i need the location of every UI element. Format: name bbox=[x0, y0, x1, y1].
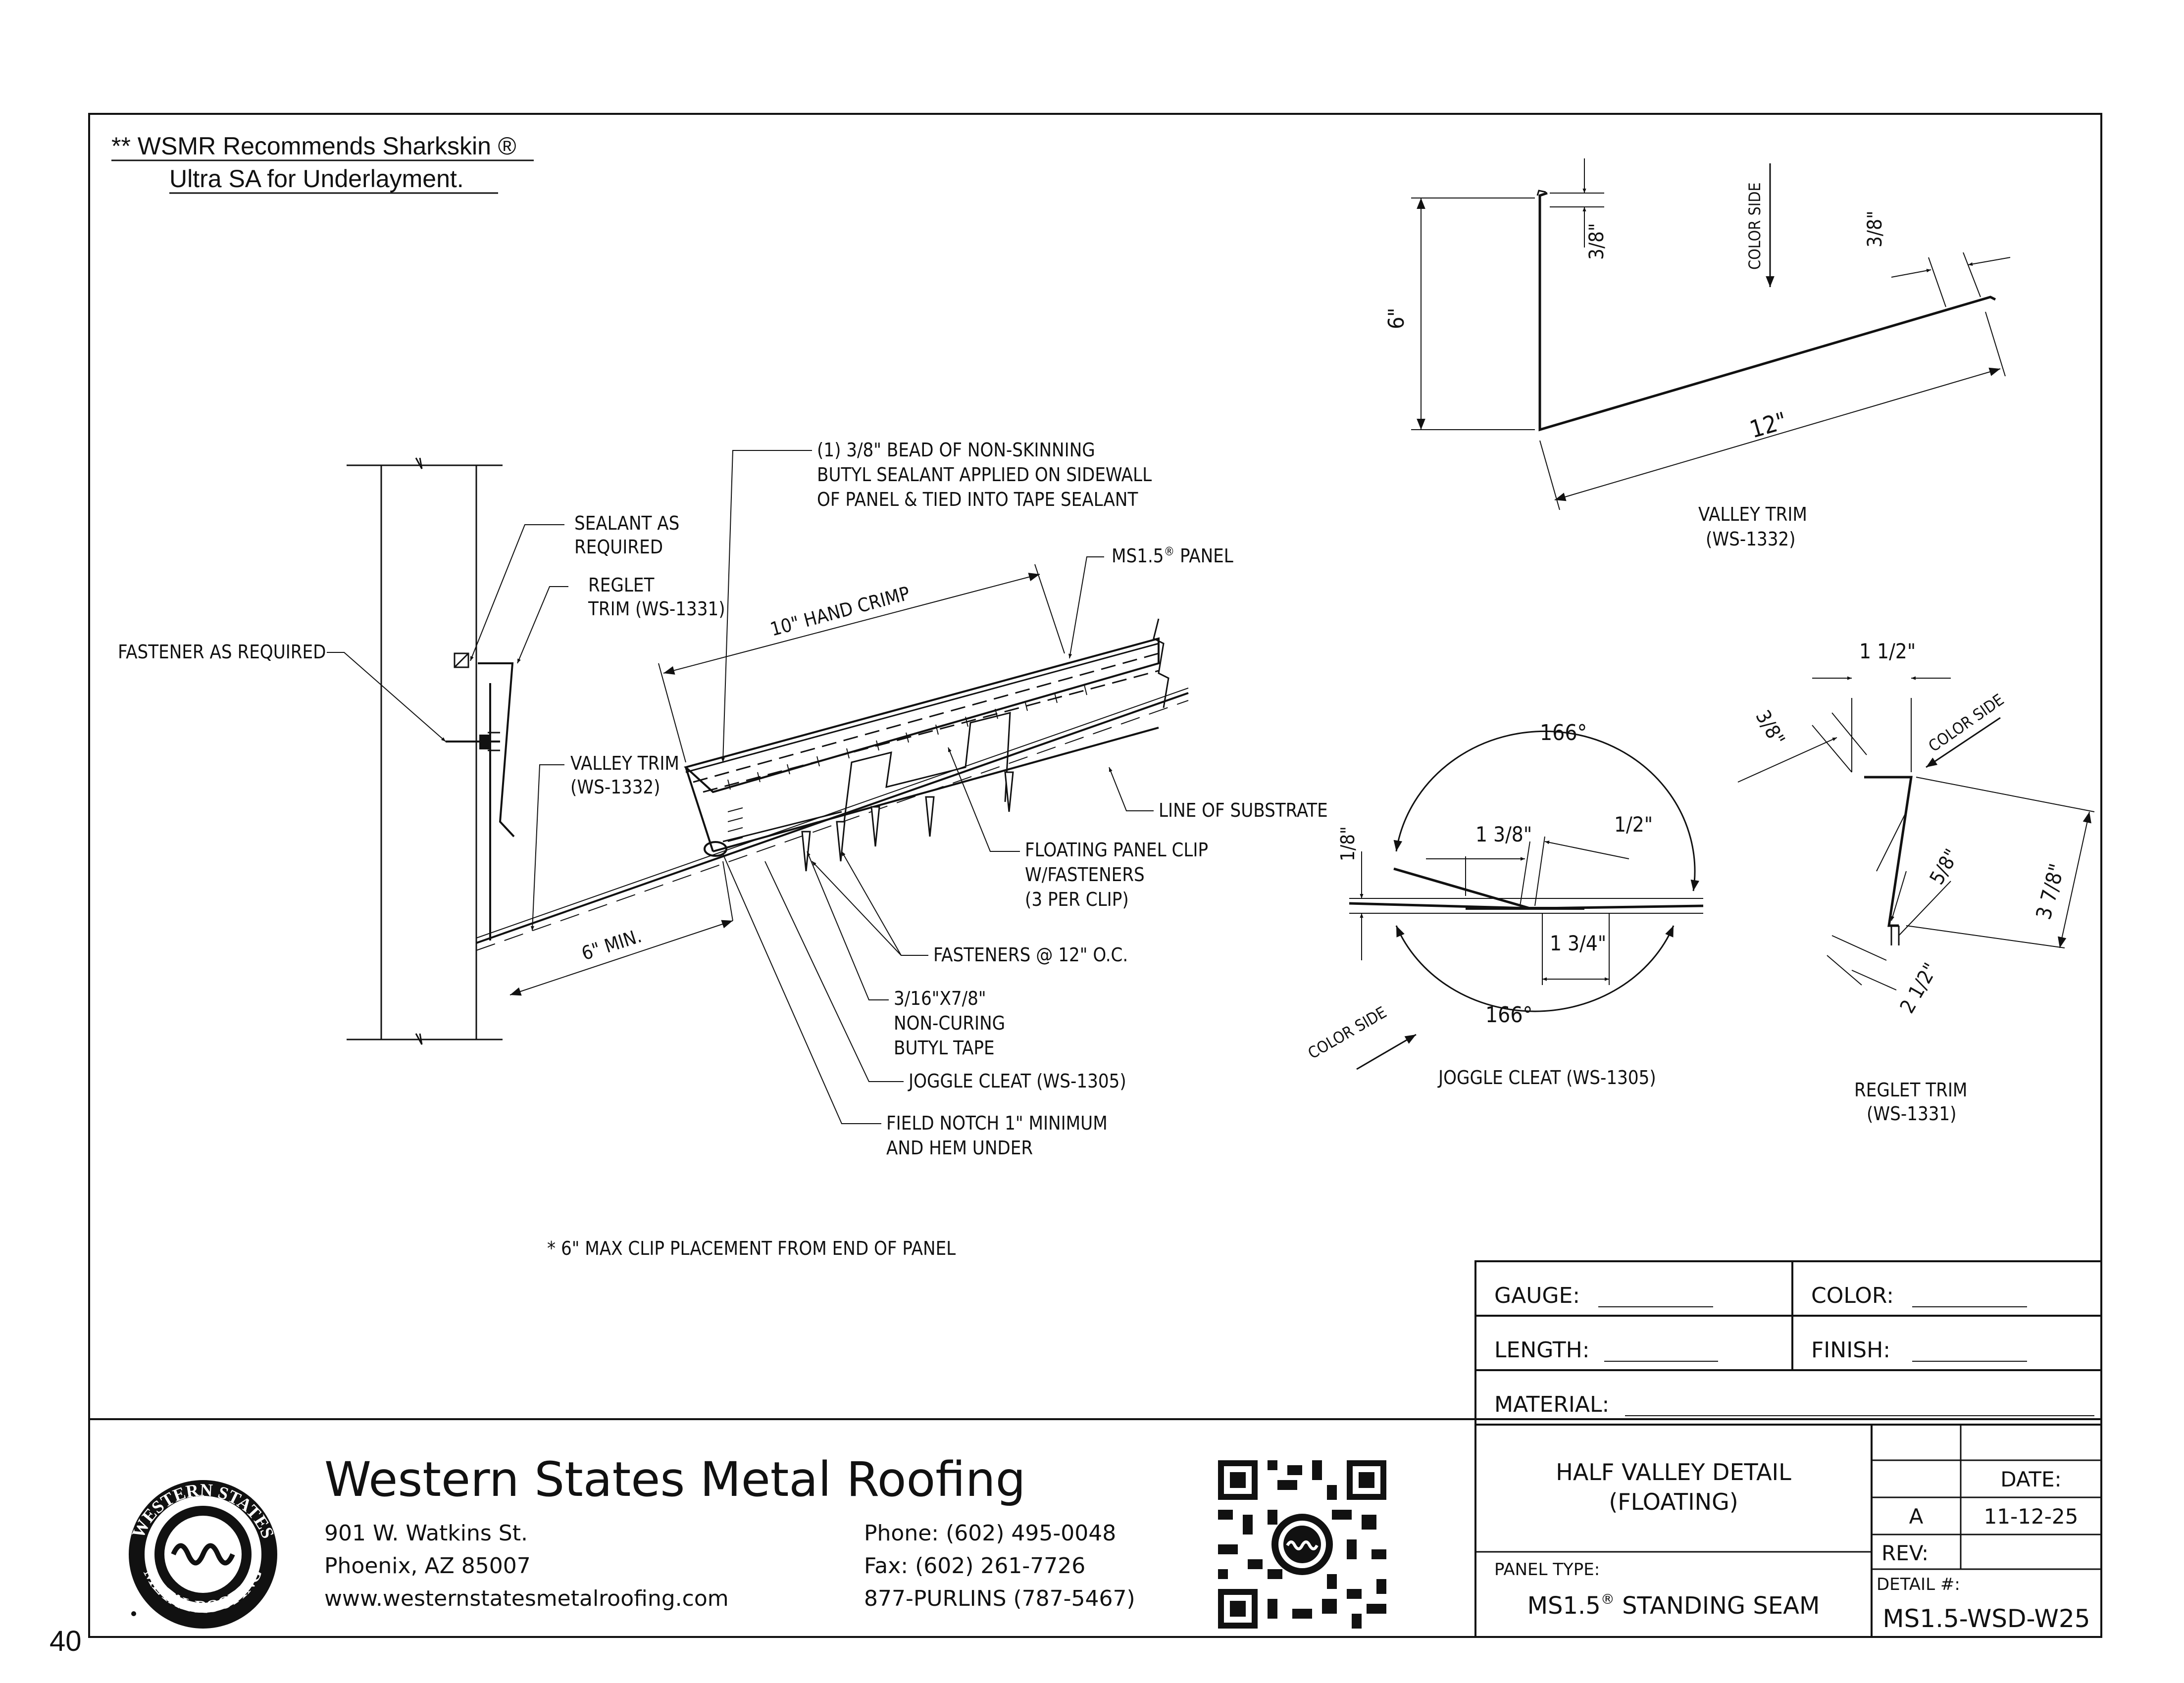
svg-text:VALLEY TRIM: VALLEY TRIM bbox=[570, 752, 679, 774]
valley-dim-hem: 3/8" bbox=[1585, 223, 1608, 260]
reglet-trim-title-1: REGLET TRIM bbox=[1854, 1079, 1967, 1101]
joggle-dim-1-3-8: 1 3/8" bbox=[1475, 822, 1532, 846]
main-valley-detail: 10" HAND CRIMP 6" MIN. (1) 3/8" BEAD OF … bbox=[118, 439, 1328, 1259]
svg-text:AND HEM UNDER: AND HEM UNDER bbox=[886, 1137, 1033, 1159]
joggle-dim-half: 1/2" bbox=[1614, 812, 1653, 837]
qr-code[interactable] bbox=[1218, 1460, 1386, 1629]
hand-crimp-label: 10" HAND CRIMP bbox=[768, 582, 912, 640]
joggle-angle-bottom: 166° bbox=[1485, 1002, 1532, 1028]
date-value: 11-12-25 bbox=[1984, 1504, 2079, 1529]
valley-trim-title-1: VALLEY TRIM bbox=[1698, 503, 1807, 525]
finish-label: FINISH: bbox=[1811, 1337, 1890, 1363]
company-name: Western States Metal Roofing bbox=[324, 1452, 1026, 1507]
company-address-1: 901 W. Watkins St. bbox=[324, 1521, 528, 1546]
valley-trim-title-2: (WS-1332) bbox=[1706, 528, 1796, 550]
spec-box: GAUGE: COLOR: LENGTH: FINISH: MATERIAL: bbox=[1474, 1260, 2102, 1426]
panel-type-label: PANEL TYPE: bbox=[1494, 1560, 1600, 1580]
reglet-color-side: COLOR SIDE bbox=[1925, 690, 2007, 755]
svg-text:TRIM (WS-1331): TRIM (WS-1331) bbox=[588, 598, 725, 620]
valley-dim-hem-2: 3/8" bbox=[1864, 211, 1886, 248]
company-phone: Phone: (602) 495-0048 bbox=[864, 1521, 1116, 1546]
joggle-color-side: COLOR SIDE bbox=[1305, 1003, 1390, 1063]
svg-text:(3 PER CLIP): (3 PER CLIP) bbox=[1025, 889, 1129, 910]
svg-text:BUTYL TAPE: BUTYL TAPE bbox=[894, 1037, 995, 1059]
valley-trim-detail: 6" 3/8" COLOR SIDE 3/8" 12" VALLEY TRIM … bbox=[1384, 158, 2011, 550]
svg-text:3/16"X7/8": 3/16"X7/8" bbox=[894, 988, 986, 1009]
sheet-border bbox=[88, 113, 2102, 1638]
length-label: LENGTH: bbox=[1494, 1337, 1590, 1363]
panel-type-value: MS1.5® STANDING SEAM bbox=[1527, 1591, 1820, 1620]
callout-substrate: LINE OF SUBSTRATE bbox=[1159, 799, 1328, 821]
company-logo: WESTERN STATES METAL ROOFING bbox=[128, 1480, 278, 1629]
valley-dim-length: 12" bbox=[1747, 407, 1790, 444]
joggle-dim-eighth: 1/8" bbox=[1337, 826, 1359, 861]
svg-text:(WS-1332): (WS-1332) bbox=[570, 776, 660, 798]
note-line-1: ** WSMR Recommends Sharkskin ® bbox=[111, 132, 516, 160]
page-number: 40 bbox=[50, 1625, 82, 1657]
svg-text:FIELD NOTCH 1" MINIMUM: FIELD NOTCH 1" MINIMUM bbox=[886, 1112, 1108, 1134]
clip-placement-note: * 6" MAX CLIP PLACEMENT FROM END OF PANE… bbox=[547, 1238, 956, 1259]
joggle-cleat-detail: 166° 166° 1 3/8" 1/2" 1/8" 1 3/4" COLOR … bbox=[1305, 720, 1704, 1089]
svg-text:SEALANT AS: SEALANT AS bbox=[574, 512, 679, 534]
reglet-dim-1-half: 1 1/2" bbox=[1859, 639, 1916, 663]
svg-text:BUTYL SEALANT APPLIED ON SIDEW: BUTYL SEALANT APPLIED ON SIDEWALL bbox=[817, 464, 1152, 486]
callout-clip: FLOATING PANEL CLIP W/FASTENERS (3 PER C… bbox=[1025, 839, 1208, 910]
rev-letter: A bbox=[1909, 1504, 1924, 1529]
valley-color-side: COLOR SIDE bbox=[1745, 182, 1764, 270]
six-min-label: 6" MIN. bbox=[579, 925, 644, 964]
callout-notch: FIELD NOTCH 1" MINIMUM AND HEM UNDER bbox=[886, 1112, 1108, 1159]
color-label: COLOR: bbox=[1811, 1283, 1894, 1308]
callout-joggle: JOGGLE CLEAT (WS-1305) bbox=[908, 1070, 1126, 1092]
detail-title-2: (FLOATING) bbox=[1609, 1488, 1738, 1515]
company-website[interactable]: www.westernstatesmetalroofing.com bbox=[324, 1586, 729, 1611]
company-address-2: Phoenix, AZ 85007 bbox=[324, 1553, 531, 1579]
company-fax: Fax: (602) 261-7726 bbox=[864, 1553, 1085, 1579]
valley-dim-6: 6" bbox=[1384, 308, 1409, 329]
callout-fastener: FASTENER AS REQUIRED bbox=[118, 641, 326, 663]
gauge-label: GAUGE: bbox=[1494, 1283, 1580, 1308]
joggle-cleat-title: JOGGLE CLEAT (WS-1305) bbox=[1437, 1067, 1656, 1089]
reglet-dim-5-8: 5/8" bbox=[1926, 845, 1964, 889]
joggle-angle-top: 166° bbox=[1540, 720, 1587, 745]
svg-text:REQUIRED: REQUIRED bbox=[574, 536, 663, 558]
svg-text:FLOATING PANEL CLIP: FLOATING PANEL CLIP bbox=[1025, 839, 1208, 861]
reglet-trim-detail: 1 1/2" 3/8" COLOR SIDE 5/8" 3 7/8" 2 1/2… bbox=[1737, 639, 2095, 1125]
detail-number: MS1.5-WSD-W25 bbox=[1882, 1604, 2090, 1633]
detail-title-1: HALF VALLEY DETAIL bbox=[1556, 1459, 1791, 1485]
callout-sealant: SEALANT AS REQUIRED bbox=[574, 512, 679, 558]
svg-text:NON-CURING: NON-CURING bbox=[894, 1012, 1005, 1034]
callout-valley-trim: VALLEY TRIM (WS-1332) bbox=[570, 752, 679, 798]
svg-text:OF PANEL & TIED INTO TAPE SEAL: OF PANEL & TIED INTO TAPE SEALANT bbox=[817, 489, 1138, 510]
callout-panel: MS1.5® PANEL bbox=[1112, 544, 1233, 567]
material-label: MATERIAL: bbox=[1494, 1392, 1609, 1417]
callout-reglet-trim: REGLET TRIM (WS-1331) bbox=[588, 574, 725, 620]
callout-tape: 3/16"X7/8" NON-CURING BUTYL TAPE bbox=[894, 988, 1005, 1059]
reglet-trim-title-2: (WS-1331) bbox=[1867, 1103, 1957, 1125]
svg-text:REGLET: REGLET bbox=[588, 574, 654, 596]
date-label: DATE: bbox=[2000, 1467, 2061, 1491]
callout-fasteners-oc: FASTENERS @ 12" O.C. bbox=[933, 944, 1128, 966]
note-line-2: Ultra SA for Underlayment. bbox=[169, 165, 464, 193]
detail-number-label: DETAIL #: bbox=[1877, 1575, 1960, 1594]
reglet-dim-3-8: 3/8" bbox=[1751, 706, 1789, 749]
company-tollfree: 877-PURLINS (787-5467) bbox=[864, 1586, 1135, 1611]
reglet-dim-2-half: 2 1/2" bbox=[1896, 959, 1942, 1017]
callout-bead-sealant: (1) 3/8" BEAD OF NON-SKINNING BUTYL SEAL… bbox=[817, 439, 1152, 510]
joggle-dim-1-3-4: 1 3/4" bbox=[1550, 931, 1606, 955]
reglet-dim-3-7-8: 3 7/8" bbox=[2031, 861, 2069, 922]
svg-text:(1) 3/8" BEAD OF NON-SKINNING: (1) 3/8" BEAD OF NON-SKINNING bbox=[817, 439, 1095, 461]
svg-text:W/FASTENERS: W/FASTENERS bbox=[1025, 864, 1145, 886]
rev-label: REV: bbox=[1881, 1541, 1929, 1565]
title-block: HALF VALLEY DETAIL (FLOATING) PANEL TYPE… bbox=[1474, 1425, 2101, 1637]
